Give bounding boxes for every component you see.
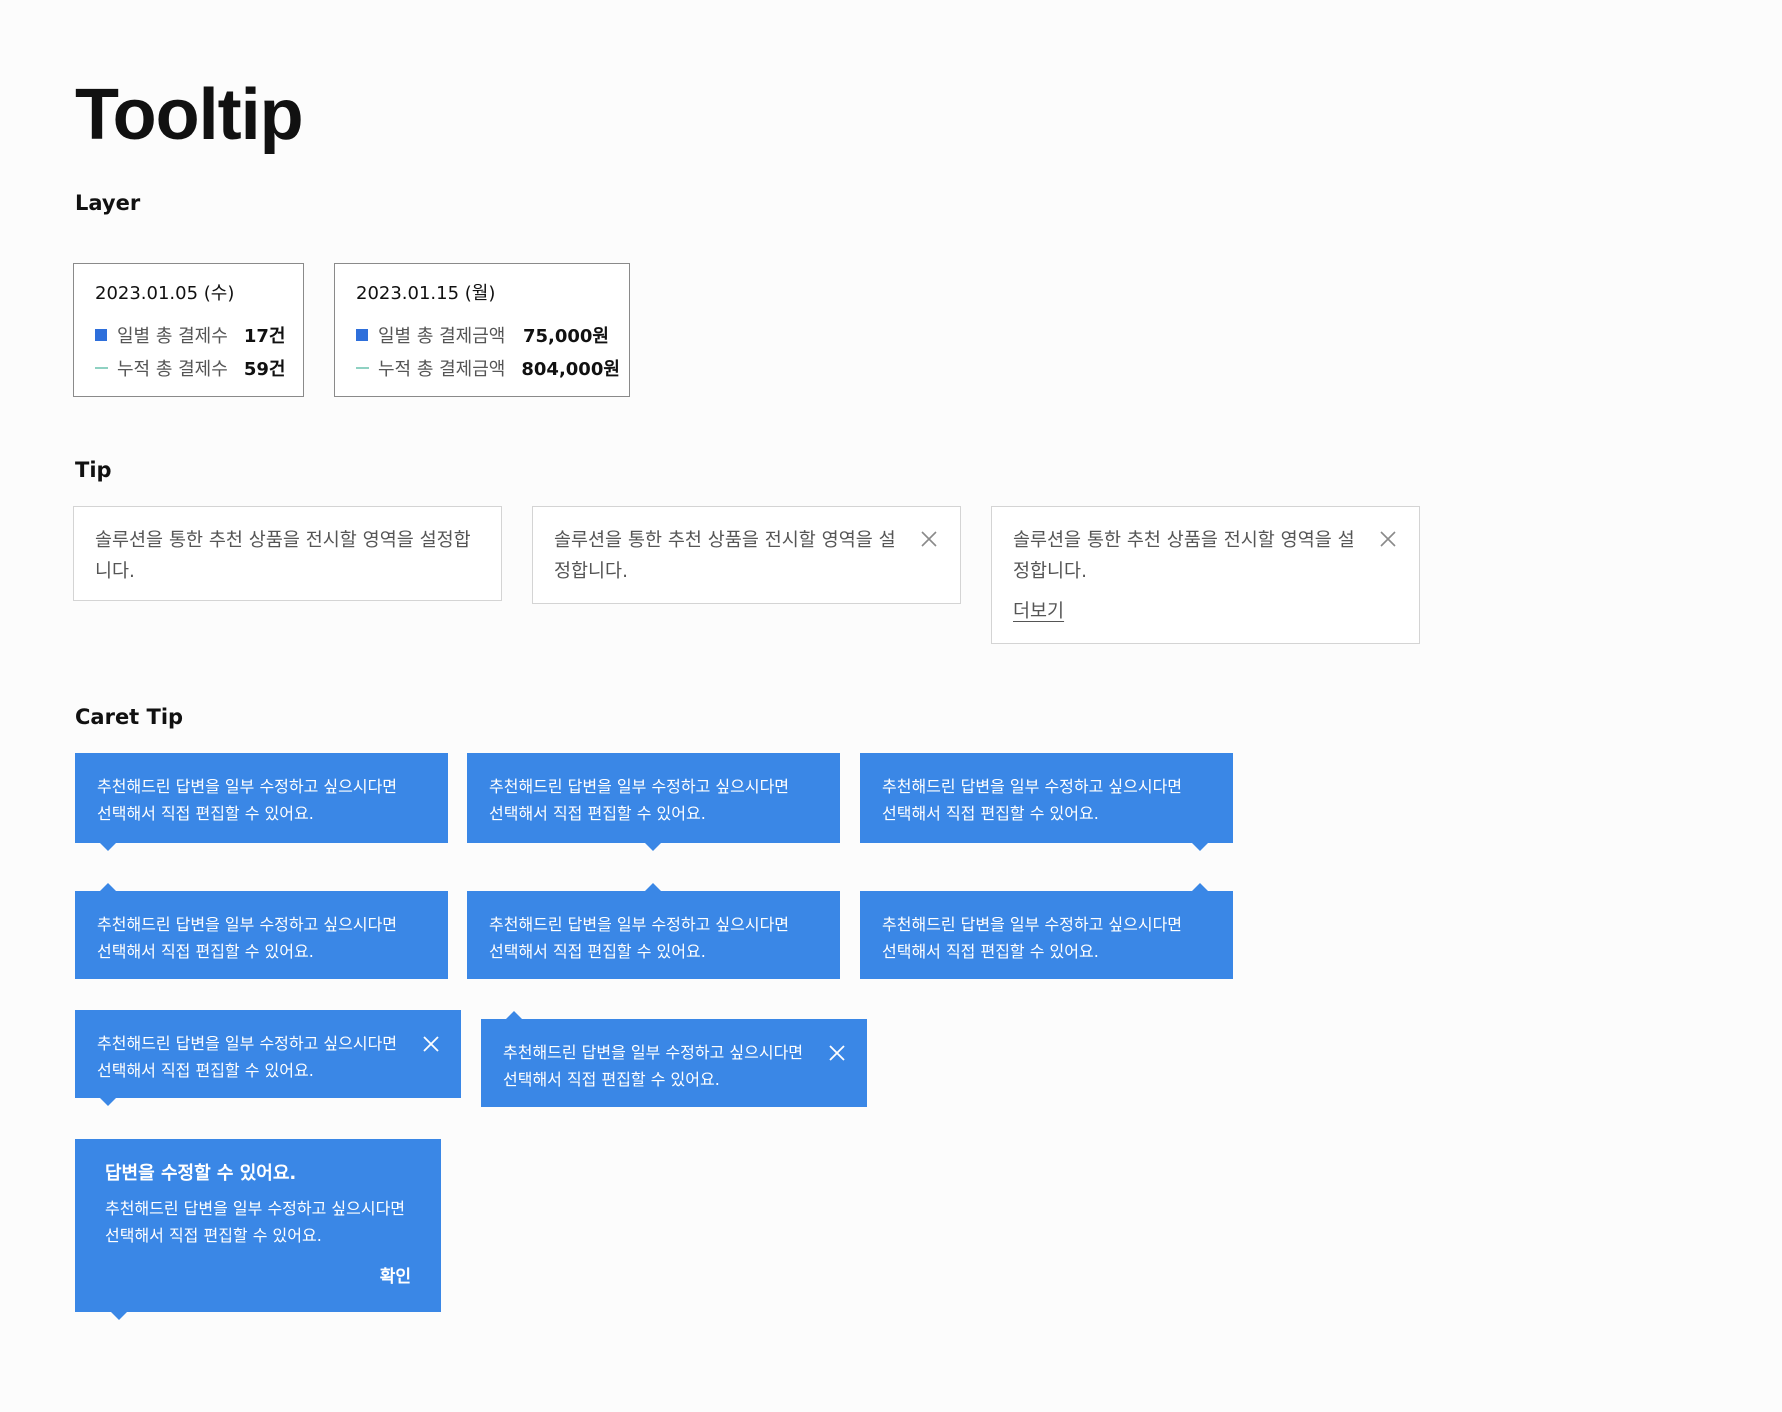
close-icon[interactable]: [829, 1045, 845, 1061]
layer-row-cumulative: 누적 총 결제금액 804,000원: [356, 351, 620, 384]
caret-tip-bottom-center: 추천해드린 답변을 일부 수정하고 싶으시다면 선택해서 직접 편집할 수 있어…: [467, 753, 840, 851]
caret-tip-line: 선택해서 직접 편집할 수 있어요.: [97, 1061, 314, 1080]
layer-label: 누적 총 결제금액: [378, 358, 506, 380]
caret-up-icon: [1192, 883, 1208, 891]
caret-tip-closable-bottom: 추천해드린 답변을 일부 수정하고 싶으시다면 선택해서 직접 편집할 수 있어…: [75, 1010, 461, 1106]
caret-tip-heading: 답변을 수정할 수 있어요.: [105, 1163, 297, 1184]
layer-label: 일별 총 결제금액: [378, 325, 506, 347]
caret-tip-line: 추천해드린 답변을 일부 수정하고 싶으시다면: [97, 915, 398, 934]
caret-up-icon: [645, 883, 661, 891]
caret-tip-line: 추천해드린 답변을 일부 수정하고 싶으시다면: [489, 915, 790, 934]
caret-tip-line: 선택해서 직접 편집할 수 있어요.: [97, 942, 314, 961]
caret-tip-line: 선택해서 직접 편집할 수 있어요.: [489, 942, 706, 961]
caret-tip-line: 추천해드린 답변을 일부 수정하고 싶으시다면: [882, 915, 1183, 934]
layer-date: 2023.01.15 (월): [356, 283, 496, 304]
caret-tip-line: 추천해드린 답변을 일부 수정하고 싶으시다면: [489, 777, 790, 796]
legend-square-icon: [95, 328, 107, 341]
tip-text: 솔루션을 통한 추천 상품을 전시할 영역을 설정합니다.: [1013, 530, 1355, 582]
caret-tip-top-right: 추천해드린 답변을 일부 수정하고 싶으시다면 선택해서 직접 편집할 수 있어…: [860, 883, 1233, 979]
caret-tip-top-center: 추천해드린 답변을 일부 수정하고 싶으시다면 선택해서 직접 편집할 수 있어…: [467, 883, 840, 979]
caret-tip-bottom-left: 추천해드린 답변을 일부 수정하고 싶으시다면 선택해서 직접 편집할 수 있어…: [75, 753, 448, 851]
legend-square-icon: [356, 328, 368, 341]
caret-tip-body: 추천해드린 답변을 일부 수정하고 싶으시다면 선택해서 직접 편집할 수 있어…: [105, 1199, 406, 1245]
layer-date: 2023.01.05 (수): [95, 283, 235, 304]
caret-tip-line: 선택해서 직접 편집할 수 있어요.: [882, 804, 1099, 823]
caret-tip-top-left: 추천해드린 답변을 일부 수정하고 싶으시다면 선택해서 직접 편집할 수 있어…: [75, 883, 448, 979]
tip-box-with-link: 솔루션을 통한 추천 상품을 전시할 영역을 설정합니다. 더보기: [991, 506, 1420, 644]
caret-tip-line: 추천해드린 답변을 일부 수정하고 싶으시다면: [97, 777, 398, 796]
close-icon[interactable]: [423, 1036, 439, 1052]
caret-down-icon: [100, 1098, 116, 1106]
close-icon[interactable]: [921, 531, 937, 547]
caret-up-icon: [100, 883, 116, 891]
caret-tip-line: 추천해드린 답변을 일부 수정하고 싶으시다면: [97, 1034, 398, 1053]
section-title-caret-tip: Caret Tip: [75, 705, 184, 729]
caret-tip-line: 선택해서 직접 편집할 수 있어요.: [882, 942, 1099, 961]
layer-label: 누적 총 결제수: [117, 358, 228, 380]
layer-value: 17건: [243, 325, 286, 347]
caret-tip-line: 추천해드린 답변을 일부 수정하고 싶으시다면: [882, 777, 1183, 796]
caret-tip-line: 추천해드린 답변을 일부 수정하고 싶으시다면: [503, 1043, 804, 1062]
caret-tip-line: 선택해서 직접 편집할 수 있어요.: [489, 804, 706, 823]
layer-card: 2023.01.05 (수) 일별 총 결제수 17건 누적 총 결제수 59건: [73, 263, 304, 397]
caret-tip-closable-top: 추천해드린 답변을 일부 수정하고 싶으시다면 선택해서 직접 편집할 수 있어…: [481, 1011, 867, 1107]
section-title-layer: Layer: [75, 191, 141, 215]
caret-up-icon: [506, 1011, 522, 1019]
section-title-tip: Tip: [75, 458, 112, 482]
layer-card: 2023.01.15 (월) 일별 총 결제금액 75,000원 누적 총 결제…: [334, 263, 630, 397]
caret-down-icon: [100, 843, 116, 851]
legend-line-icon: [95, 366, 108, 369]
caret-down-icon: [645, 843, 661, 851]
tip-text: 솔루션을 통한 추천 상품을 전시할 영역을 설정합니다.: [554, 530, 896, 582]
tip-text: 솔루션을 통한 추천 상품을 전시할 영역을 설정합니다.: [95, 530, 471, 582]
layer-row-daily: 일별 총 결제수 17건: [95, 318, 286, 351]
caret-down-icon: [1192, 843, 1208, 851]
layer-row-cumulative: 누적 총 결제수 59건: [95, 351, 286, 384]
caret-tip-line: 선택해서 직접 편집할 수 있어요.: [503, 1070, 720, 1089]
caret-tip-rich: 답변을 수정할 수 있어요. 추천해드린 답변을 일부 수정하고 싶으시다면 선…: [75, 1139, 441, 1320]
layer-value: 804,000원: [521, 358, 620, 380]
layer-row-daily: 일별 총 결제금액 75,000원: [356, 318, 609, 351]
layer-value: 75,000원: [522, 325, 609, 347]
more-link[interactable]: 더보기: [1013, 601, 1065, 622]
legend-line-icon: [356, 366, 369, 369]
caret-down-icon: [111, 1312, 127, 1320]
layer-label: 일별 총 결제수: [117, 325, 228, 347]
close-icon[interactable]: [1380, 531, 1396, 547]
layer-value: 59건: [243, 358, 286, 380]
caret-tip-bottom-right: 추천해드린 답변을 일부 수정하고 싶으시다면 선택해서 직접 편집할 수 있어…: [860, 753, 1233, 851]
tip-box-closable: 솔루션을 통한 추천 상품을 전시할 영역을 설정합니다.: [532, 506, 961, 604]
tip-box-basic: 솔루션을 통한 추천 상품을 전시할 영역을 설정합니다.: [73, 506, 502, 601]
confirm-button[interactable]: 확인: [380, 1262, 411, 1287]
caret-tip-line: 선택해서 직접 편집할 수 있어요.: [97, 804, 314, 823]
page-title: Tooltip: [75, 75, 304, 155]
